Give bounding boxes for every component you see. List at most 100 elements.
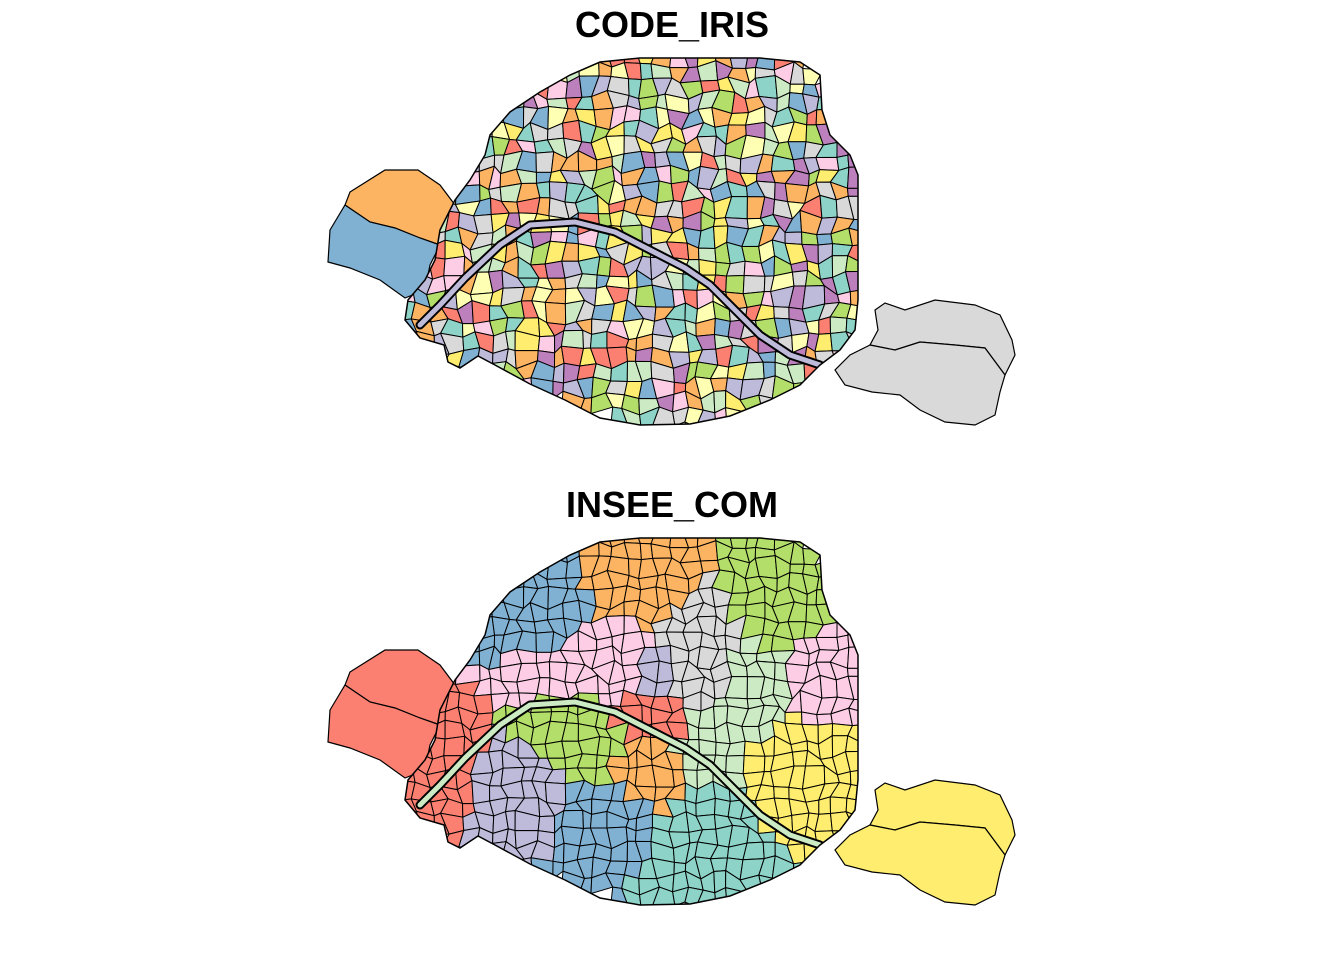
- iris-unit: [596, 736, 612, 757]
- iris-unit: [544, 781, 567, 806]
- iris-unit: [535, 631, 555, 653]
- iris-unit: [844, 734, 858, 753]
- iris-unit: [591, 783, 616, 802]
- iris-unit: [698, 258, 717, 276]
- iris-unit: [848, 707, 858, 727]
- iris-unit: [818, 796, 832, 815]
- iris-unit: [589, 810, 608, 829]
- iris-unit: [845, 330, 858, 352]
- iris-unit: [848, 227, 858, 247]
- iris-unit: [456, 170, 481, 187]
- bois-de-vincennes-part: [834, 821, 1006, 906]
- iris-unit: [535, 151, 555, 173]
- iris-unit: [536, 677, 551, 697]
- iris-unit: [596, 256, 612, 277]
- iris-unit: [709, 377, 729, 393]
- iris-unit: [560, 329, 585, 350]
- iris-unit: [684, 886, 704, 905]
- paris-boundary: [404, 537, 859, 906]
- iris-unit: [845, 810, 858, 832]
- iris-unit: [784, 231, 803, 245]
- iris-unit: [847, 630, 858, 648]
- iris-unit: [725, 274, 745, 295]
- paris-boundary: [404, 57, 859, 426]
- iris-unit: [457, 846, 477, 864]
- iris-unit: [623, 538, 641, 544]
- iris-unit: [847, 675, 858, 701]
- iris-unit: [727, 112, 750, 126]
- iris-unit: [846, 646, 858, 670]
- iris-unit: [652, 423, 676, 425]
- iris-unit: [815, 108, 840, 126]
- iris-unit: [415, 810, 435, 835]
- iris-cells: [405, 58, 858, 425]
- iris-unit: [758, 874, 775, 896]
- iris-unit: [816, 843, 838, 863]
- iris-unit: [713, 797, 731, 818]
- iris-unit: [544, 301, 567, 326]
- iris-unit: [537, 815, 556, 834]
- iris-unit: [652, 886, 676, 905]
- iris-unit: [818, 316, 832, 335]
- iris-unit: [849, 289, 858, 308]
- iris-unit: [844, 254, 858, 273]
- seine-river: [417, 699, 823, 848]
- iris-unit: [652, 903, 676, 905]
- iris-unit: [754, 555, 778, 580]
- iris-unit: [758, 394, 775, 416]
- iris-unit: [815, 156, 840, 171]
- iris-unit: [754, 75, 778, 100]
- iris-unit: [847, 150, 858, 168]
- iris-unit: [698, 738, 717, 756]
- iris-unit: [443, 255, 466, 277]
- iris-unit: [487, 361, 507, 383]
- iris-unit: [847, 195, 858, 221]
- iris-unit: [652, 406, 676, 425]
- iris-unit: [623, 58, 641, 64]
- bois-de-vincennes-part: [834, 341, 1006, 426]
- seine-river: [417, 219, 823, 368]
- iris-unit: [773, 786, 790, 800]
- iris-unit: [829, 316, 848, 334]
- iris-unit: [725, 754, 745, 775]
- iris-unit: [801, 231, 819, 246]
- iris-unit: [742, 361, 765, 381]
- iris-unit: [537, 335, 556, 354]
- map-panel-code-iris: CODE_IRIS: [327, 4, 1016, 426]
- iris-unit: [536, 197, 551, 217]
- iris-unit: [742, 841, 765, 861]
- iris-unit: [457, 366, 477, 384]
- iris-unit: [836, 135, 850, 158]
- iris-unit: [849, 769, 858, 788]
- iris-unit: [620, 407, 642, 425]
- iris-unit: [620, 887, 642, 905]
- iris-unit: [443, 735, 466, 757]
- iris-unit: [709, 857, 729, 873]
- iris-unit: [415, 330, 435, 355]
- iris-unit: [742, 754, 766, 775]
- iris-unit: [530, 377, 554, 400]
- iris-unit: [816, 363, 838, 383]
- iris-unit: [836, 615, 850, 638]
- iris-unit: [713, 317, 731, 338]
- iris-unit: [829, 796, 848, 814]
- iris-unit: [742, 274, 766, 295]
- iris-unit: [560, 809, 585, 830]
- iris-unit: [784, 711, 803, 725]
- iris-unit: [591, 303, 616, 322]
- iris-unit: [530, 857, 554, 880]
- iris-unit: [548, 542, 569, 564]
- map-panel-insee-com: INSEE_COM: [0, 480, 1344, 960]
- iris-unit: [684, 406, 704, 425]
- iris-unit: [815, 636, 840, 651]
- iris-unit: [589, 330, 608, 349]
- map-title-code-iris: CODE_IRIS: [574, 4, 770, 45]
- iris-unit: [816, 233, 834, 246]
- map-title-insee-com: INSEE_COM: [565, 484, 779, 525]
- iris-unit: [846, 166, 858, 190]
- paris-iris-map: [327, 57, 1016, 426]
- iris-unit: [815, 588, 840, 606]
- paris-arrondissement-map: [327, 537, 1016, 906]
- iris-unit: [847, 724, 858, 745]
- iris-unit: [847, 244, 858, 265]
